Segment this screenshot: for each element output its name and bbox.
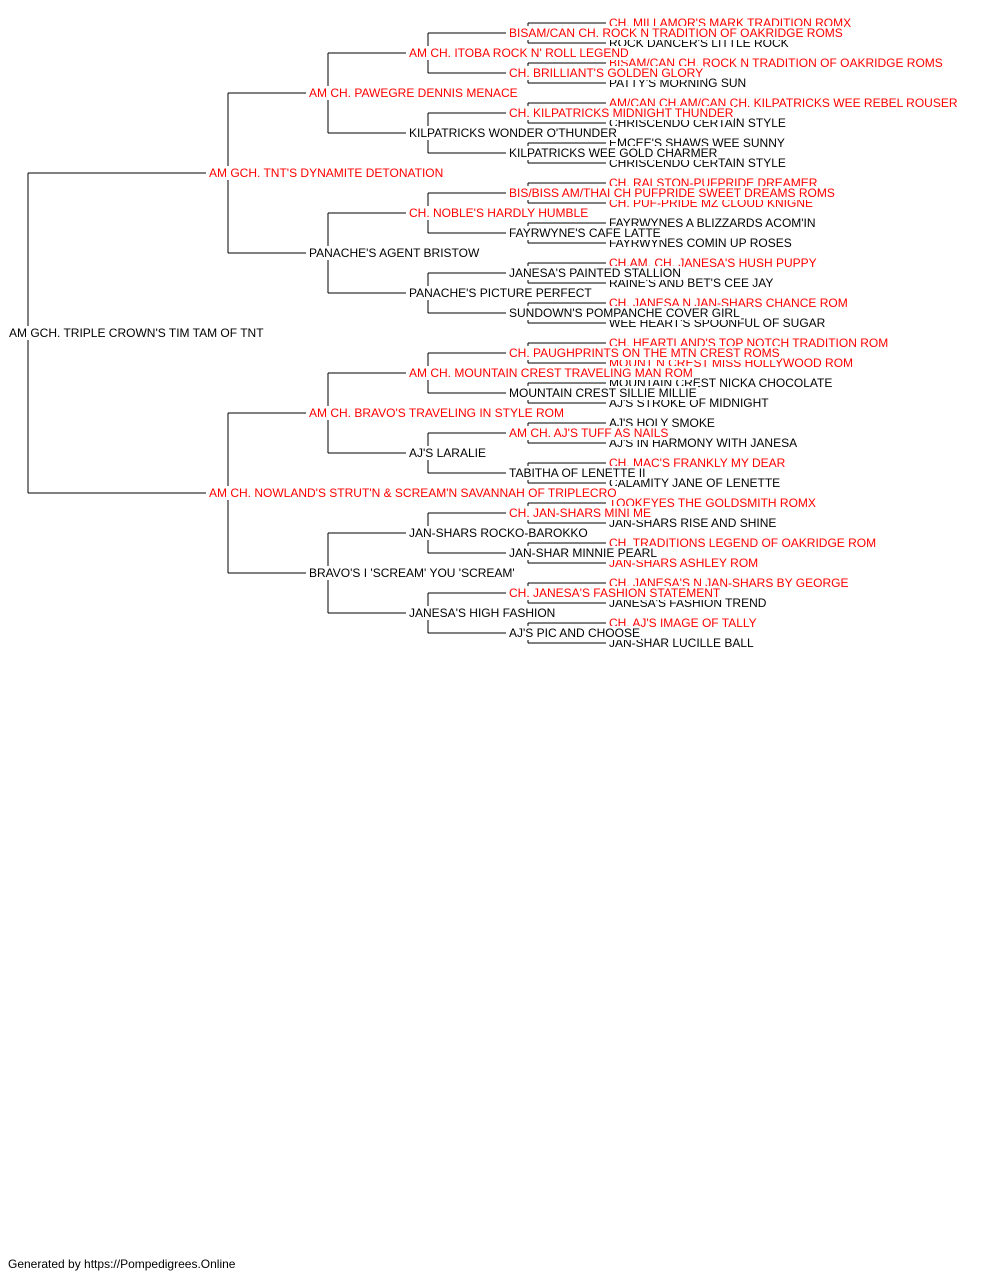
pedigree-node-sire-dam-dam-sire: JANESA'S PAINTED STALLION	[508, 266, 682, 280]
pedigree-node-dam-sire: AM CH. BRAVO'S TRAVELING IN STYLE ROM	[308, 406, 566, 420]
pedigree-node-dam-sire-dam-dam-dam: CALAMITY JANE OF LENETTE	[608, 476, 782, 490]
pedigree-node-dam-sire-sire-sire: CH. PAUGHPRINTS ON THE MTN CREST ROMS	[508, 346, 781, 360]
pedigree-node-sire-dam-dam-dam: SUNDOWN'S POMPANCHE COVER GIRL	[508, 306, 741, 320]
pedigree-node-dam-dam-dam-dam: AJ'S PIC AND CHOOSE	[508, 626, 641, 640]
pedigree-node-sire-dam-sire: CH. NOBLE'S HARDLY HUMBLE	[408, 206, 590, 220]
pedigree-node-subject: AM GCH. TRIPLE CROWN'S TIM TAM OF TNT	[8, 326, 265, 340]
pedigree-node-dam-dam-dam-dam-sire: CH. AJ'S IMAGE OF TALLY	[608, 616, 758, 630]
pedigree-node-sire-sire-dam-sire: CH. KILPATRICKS MIDNIGHT THUNDER	[508, 106, 735, 120]
pedigree-node-dam-dam-sire: JAN-SHARS ROCKO-BAROKKO	[408, 526, 589, 540]
pedigree-node-dam-dam-sire-dam-sire: CH. TRADITIONS LEGEND OF OAKRIDGE ROM	[608, 536, 878, 550]
pedigree-node-dam-dam-sire-sire-sire: TOOKEYES THE GOLDSMITH ROMX	[608, 496, 817, 510]
pedigree-node-dam-sire-sire-dam: MOUNTAIN CREST SILLIE MILLIE	[508, 386, 698, 400]
pedigree-node-dam-dam-sire-dam: JAN-SHAR MINNIE PEARL	[508, 546, 659, 560]
pedigree-node-dam: AM CH. NOWLAND'S STRUT'N & SCREAM'N SAVA…	[208, 486, 618, 500]
pedigree-node-dam-dam-sire-sire: CH. JAN-SHARS MINI ME	[508, 506, 653, 520]
pedigree-node-sire-sire-sire: AM CH. ITOBA ROCK N' ROLL LEGEND	[408, 46, 630, 60]
pedigree-node-dam-sire-dam-dam: TABITHA OF LENETTE II	[508, 466, 647, 480]
pedigree-node-sire: AM GCH. TNT'S DYNAMITE DETONATION	[208, 166, 445, 180]
generated-by-footer: Generated by https://Pompedigrees.Online	[8, 1257, 236, 1271]
pedigree-node-dam-dam-dam-dam-dam: JAN-SHAR LUCILLE BALL	[608, 636, 755, 650]
pedigree-node-dam-sire-dam: AJ'S LARALIE	[408, 446, 487, 460]
pedigree-node-dam-sire-dam-sire: AM CH. AJ'S TUFF AS NAILS	[508, 426, 670, 440]
pedigree-node-sire-dam-sire-sire: BIS/BISS AM/THAI CH PUFPRIDE SWEET DREAM…	[508, 186, 836, 200]
pedigree-node-dam-sire-dam-dam-sire: CH. MAC'S FRANKLY MY DEAR	[608, 456, 787, 470]
pedigree-node-sire-sire-sire-dam: CH. BRILLIANT'S GOLDEN GLORY	[508, 66, 705, 80]
pedigree-node-sire-dam: PANACHE'S AGENT BRISTOW	[308, 246, 481, 260]
pedigree-node-dam-dam-dam: JANESA'S HIGH FASHION	[408, 606, 557, 620]
pedigree-node-dam-dam-dam-sire: CH. JANESA'S FASHION STATEMENT	[508, 586, 722, 600]
pedigree-node-sire-dam-sire-dam: FAYRWYNE'S CAFE LATTE	[508, 226, 662, 240]
pedigree-node-sire-sire: AM CH. PAWEGRE DENNIS MENACE	[308, 86, 519, 100]
pedigree-node-sire-dam-dam: PANACHE'S PICTURE PERFECT	[408, 286, 593, 300]
pedigree-node-dam-sire-sire: AM CH. MOUNTAIN CREST TRAVELING MAN ROM	[408, 366, 694, 380]
pedigree-node-sire-sire-sire-sire: BISAM/CAN CH. ROCK N TRADITION OF OAKRID…	[508, 26, 844, 40]
pedigree-node-sire-sire-dam-dam: KILPATRICKS WEE GOLD CHARMER	[508, 146, 719, 160]
pedigree-node-sire-sire-dam: KILPATRICKS WONDER O'THUNDER	[408, 126, 618, 140]
pedigree-node-dam-dam: BRAVO'S I 'SCREAM' YOU 'SCREAM'	[308, 566, 516, 580]
